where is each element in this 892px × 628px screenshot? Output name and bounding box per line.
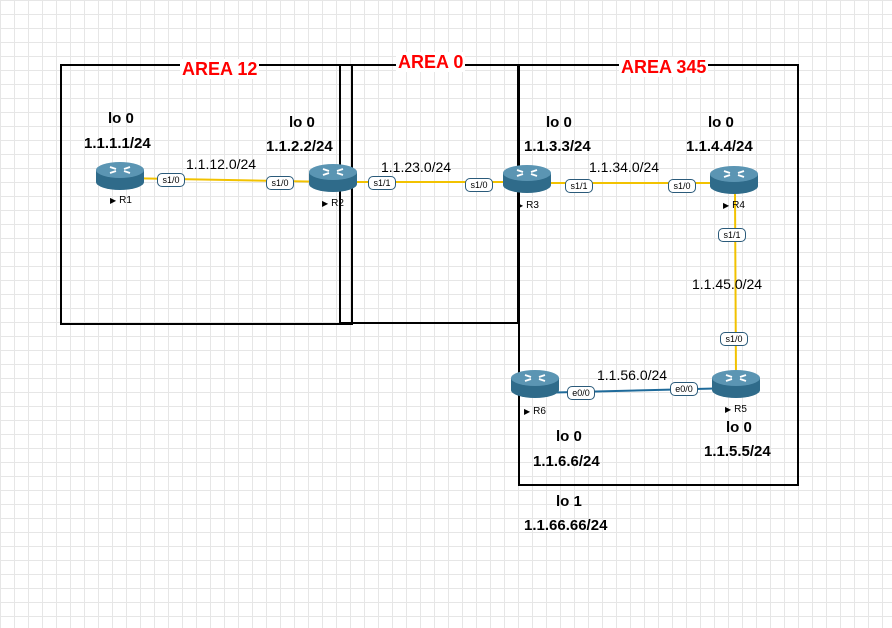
r3-name-text: R3 — [526, 200, 539, 211]
r5-lo-ip: 1.1.5.5/24 — [704, 443, 771, 460]
play-triangle-icon: ▶ — [723, 201, 730, 210]
r6-lo1-name: lo 1 — [556, 493, 582, 510]
r1-name-text: R1 — [119, 195, 132, 206]
r4-lo-ip: 1.1.4.4/24 — [686, 138, 753, 155]
r1-name: ▶R1 — [110, 193, 132, 209]
play-triangle-icon: ▶ — [725, 405, 732, 414]
r3-lo-ip: 1.1.3.3/24 — [524, 138, 591, 155]
r5-intf-e0-0[interactable]: e0/0 — [670, 382, 698, 396]
link-r4-r5-network: 1.1.45.0/24 — [692, 276, 763, 292]
r2-name-text: R2 — [331, 198, 344, 209]
r5-lo-name: lo 0 — [726, 419, 752, 436]
link-r6-r5-network: 1.1.56.0/24 — [597, 367, 668, 383]
r2-intf-s1-0[interactable]: s1/0 — [266, 176, 294, 190]
play-triangle-icon: ▶ — [110, 196, 117, 205]
r6-name: ▶R6 — [524, 404, 546, 420]
r4-lo-name: lo 0 — [708, 114, 734, 131]
play-triangle-icon: ▶ — [524, 407, 531, 416]
r6-name-text: R6 — [533, 406, 546, 417]
r4-name-text: R4 — [732, 200, 745, 211]
r3-lo-name: lo 0 — [546, 114, 572, 131]
r5-intf-s1-0[interactable]: s1/0 — [720, 332, 748, 346]
r6-router-icon[interactable] — [509, 368, 561, 400]
r3-router-icon[interactable] — [501, 163, 553, 195]
r5-router-icon[interactable] — [710, 368, 762, 400]
area-345-title: AREA 345 — [619, 57, 709, 77]
r4-intf-s1-1[interactable]: s1/1 — [718, 228, 746, 242]
r1-lo-name: lo 0 — [108, 110, 134, 127]
r1-lo-ip: 1.1.1.1/24 — [84, 135, 151, 152]
area-12-title: AREA 12 — [180, 59, 260, 79]
r1-intf-s1-0[interactable]: s1/0 — [157, 173, 185, 187]
r2-lo-ip: 1.1.2.2/24 — [266, 138, 333, 155]
r5-name-text: R5 — [734, 404, 747, 415]
r4-name: ▶R4 — [723, 198, 745, 214]
area-0-title: AREA 0 — [396, 52, 466, 72]
r6-lo1-ip: 1.1.66.66/24 — [524, 517, 608, 534]
r2-lo-name: lo 0 — [289, 114, 315, 131]
r4-router-icon[interactable] — [708, 164, 760, 196]
link-r4-r5 — [734, 191, 737, 381]
r2-name: ▶R2 — [322, 196, 344, 212]
r2-router-icon[interactable] — [307, 162, 359, 194]
r6-lo-ip: 1.1.6.6/24 — [533, 453, 600, 470]
play-triangle-icon: ▶ — [517, 201, 524, 210]
link-r1-r2-network: 1.1.12.0/24 — [186, 156, 257, 172]
r6-lo-name: lo 0 — [556, 428, 582, 445]
r3-intf-s1-1[interactable]: s1/1 — [565, 179, 593, 193]
r3-name: ▶R3 — [517, 198, 539, 214]
r5-name: ▶R5 — [725, 402, 747, 418]
link-r1-r2 — [119, 177, 334, 183]
r1-router-icon[interactable] — [94, 160, 146, 192]
r6-intf-e0-0[interactable]: e0/0 — [567, 386, 595, 400]
play-triangle-icon: ▶ — [322, 199, 329, 208]
link-r6-r5 — [534, 387, 736, 394]
r2-intf-s1-1[interactable]: s1/1 — [368, 176, 396, 190]
r3-intf-s1-0[interactable]: s1/0 — [465, 178, 493, 192]
link-r3-r4-network: 1.1.34.0/24 — [589, 159, 660, 175]
link-r2-r3-network: 1.1.23.0/24 — [381, 159, 452, 175]
r4-intf-s1-0[interactable]: s1/0 — [668, 179, 696, 193]
